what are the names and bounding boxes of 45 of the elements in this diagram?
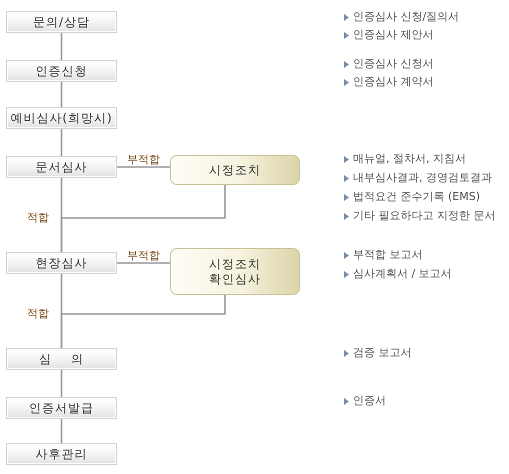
step-label: 사후관리 — [36, 446, 88, 462]
process-box — [6, 252, 117, 274]
process-box — [6, 156, 117, 178]
document-label: 인증심사 신청서 — [353, 57, 434, 71]
step-label: 심 의 — [39, 352, 84, 366]
edge-label: 부적합 — [127, 249, 160, 262]
edge-label: 부적합 — [127, 153, 160, 166]
connector-line — [117, 166, 170, 168]
connector-line — [60, 370, 62, 397]
process-box — [6, 397, 117, 419]
process-box — [6, 107, 117, 129]
connector-line — [60, 33, 62, 60]
connector-line — [60, 129, 62, 156]
step-label: 시정조치 — [209, 162, 261, 178]
document-label: 인증심사 신청/질의서 — [353, 10, 460, 24]
corrective-action-box — [170, 155, 300, 185]
document-label: 내부심사결과, 경영검토결과 — [353, 171, 492, 185]
document-label: 인증심사 제안서 — [353, 28, 434, 42]
document-label: 매뉴얼, 절차서, 지침서 — [353, 152, 466, 166]
document-label: 인증심사 계약서 — [353, 75, 434, 89]
connector-line — [60, 185, 226, 252]
process-box — [6, 60, 117, 82]
connector-line — [60, 295, 226, 348]
step-label: 시정조치 확인심사 — [209, 256, 261, 286]
document-label: 기타 필요하다고 지정한 문서 — [353, 209, 496, 223]
edge-label: 적합 — [27, 211, 49, 224]
document-label: 검증 보고서 — [353, 346, 412, 360]
process-box — [6, 443, 117, 465]
connector-line — [117, 262, 170, 264]
step-label: 현장심사 — [36, 256, 88, 270]
corrective-action-box — [170, 248, 300, 295]
document-label: 부적합 보고서 — [353, 248, 422, 262]
edge-label: 적합 — [27, 307, 49, 320]
step-label: 예비심사(희망시) — [10, 110, 113, 126]
document-label: 법적요건 준수기록 (EMS) — [353, 190, 480, 204]
document-label: 인증서 — [353, 394, 386, 408]
process-box — [6, 11, 117, 33]
step-label: 문서심사 — [36, 160, 88, 174]
document-label: 심사계획서 / 보고서 — [353, 267, 452, 281]
connector-line — [60, 82, 62, 107]
step-label: 문의/상담 — [32, 14, 90, 30]
step-label: 인증서발급 — [29, 400, 94, 416]
connector-line — [60, 419, 62, 443]
step-label: 인증신청 — [36, 64, 88, 78]
process-box — [6, 348, 117, 370]
